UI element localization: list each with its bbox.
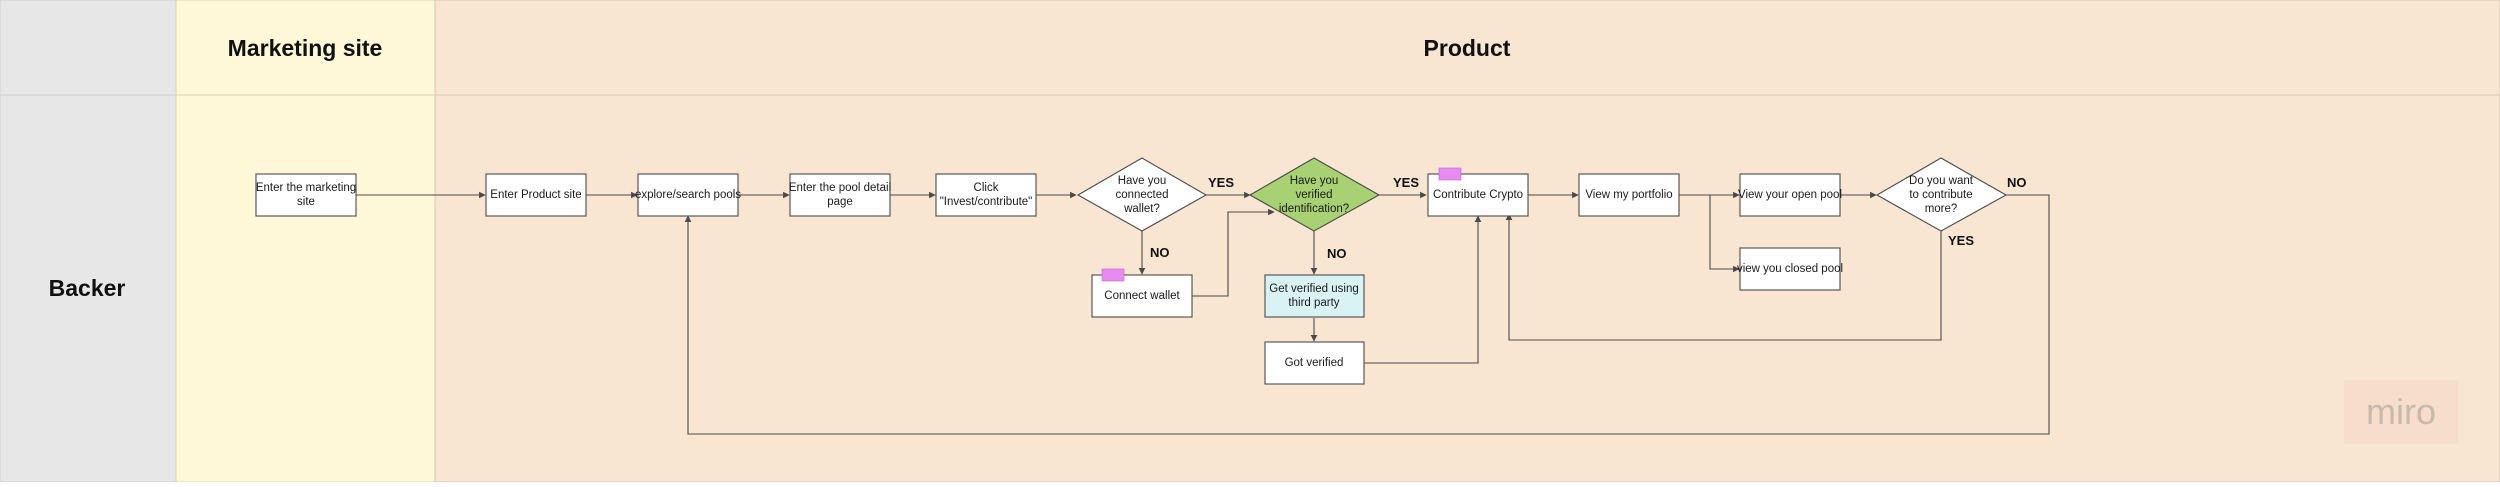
node-view-portfolio-label: View my portfolio (1585, 189, 1672, 201)
column-title-marketing: Marketing site (228, 35, 383, 61)
node-contribute-more-line-1: Do you want (1909, 175, 1974, 187)
connectors (356, 191, 2050, 435)
node-connect-wallet-label: Connect wallet (1104, 290, 1180, 302)
edge-portfolio-to-closed-pool (1679, 194, 1740, 273)
column-header-marketing (175, 0, 436, 96)
node-pool-detail-line-1: Enter the pool detail (789, 182, 891, 194)
node-get-verified[interactable]: Get verified using third party (1264, 274, 1365, 318)
node-view-closed-pool-label: view you closed pool (1737, 263, 1843, 275)
node-explore[interactable]: explore/search pools (635, 173, 741, 217)
edge-more-yes-loop (1505, 213, 1942, 341)
node-get-verified-line-1: Get verified using (1269, 283, 1359, 295)
column-header-product (434, 0, 2500, 96)
node-contribute-more-line-2: to contribute (1909, 189, 1972, 201)
edge-connect-wallet-to-verify (1192, 208, 1275, 297)
node-verified-id-line-2: verified (1295, 189, 1332, 201)
column-title-product: Product (1424, 35, 1511, 61)
lane-marketing (175, 94, 436, 483)
node-explore-label: explore/search pools (635, 189, 741, 201)
edge-more-no-loop (684, 194, 2050, 435)
corner-cell (0, 0, 177, 96)
miro-watermark: miro (2344, 380, 2458, 444)
node-click-invest-line-1: Click (974, 182, 999, 194)
node-verified-id-line-1: Have you (1290, 175, 1339, 187)
sticky-tag-connect-wallet[interactable] (1101, 268, 1125, 282)
edge-label-wallet-yes: YES (1208, 175, 1234, 190)
node-enter-marketing-line-2: site (297, 196, 315, 208)
node-connected-wallet-line-3: wallet? (1123, 203, 1160, 215)
node-pool-detail[interactable]: Enter the pool detail page (789, 173, 891, 217)
node-connected-wallet-line-2: connected (1115, 189, 1168, 201)
node-contribute-more-line-3: more? (1925, 203, 1958, 215)
edge-label-more-no: NO (2007, 175, 2027, 190)
node-got-verified-label: Got verified (1285, 357, 1344, 369)
edge-label-verified-no: NO (1327, 246, 1347, 261)
node-view-open-pool-label: View your open pool (1738, 189, 1842, 201)
node-click-invest-line-2: "Invest/contribute" (940, 196, 1033, 208)
node-enter-product-label: Enter Product site (490, 189, 581, 201)
node-connected-wallet-decision[interactable]: Have you connected wallet? (1076, 157, 1208, 232)
node-enter-marketing-line-1: Enter the marketing (256, 182, 356, 194)
node-contribute-crypto[interactable]: Contribute Crypto (1427, 173, 1529, 217)
node-connect-wallet[interactable]: Connect wallet (1091, 274, 1193, 318)
node-pool-detail-line-2: page (827, 196, 853, 208)
sticky-tag-contribute[interactable] (1438, 167, 1462, 181)
edge-label-wallet-no: NO (1150, 245, 1170, 260)
node-view-open-pool[interactable]: View your open pool (1738, 173, 1842, 217)
node-get-verified-line-2: third party (1288, 297, 1339, 309)
node-verified-id-line-3: identification? (1279, 203, 1349, 215)
row-title-backer: Backer (49, 275, 126, 301)
node-enter-marketing[interactable]: Enter the marketing site (255, 173, 357, 217)
node-click-invest[interactable]: Click "Invest/contribute" (935, 173, 1037, 217)
svg-text:Click"Invest/contribute": Click "Invest/contribute" (940, 182, 1033, 208)
lane-product (434, 94, 2500, 483)
node-view-portfolio[interactable]: View my portfolio (1578, 173, 1680, 217)
edge-label-verified-yes: YES (1393, 175, 1419, 190)
node-enter-product[interactable]: Enter Product site (485, 173, 587, 217)
node-verified-id-decision[interactable]: Have you verified identification? (1248, 157, 1381, 232)
row-header-backer (0, 94, 177, 483)
miro-watermark-text: miro (2366, 391, 2436, 432)
node-contribute-crypto-label: Contribute Crypto (1433, 189, 1523, 201)
node-got-verified[interactable]: Got verified (1264, 341, 1365, 385)
edge-label-more-yes: YES (1948, 233, 1974, 248)
node-connected-wallet-line-1: Have you (1118, 175, 1167, 187)
node-contribute-more-decision[interactable]: Do you want to contribute more? (1875, 157, 2008, 232)
node-view-closed-pool[interactable]: view you closed pool (1737, 247, 1843, 291)
edge-got-verified-to-contribute (1364, 215, 1482, 364)
